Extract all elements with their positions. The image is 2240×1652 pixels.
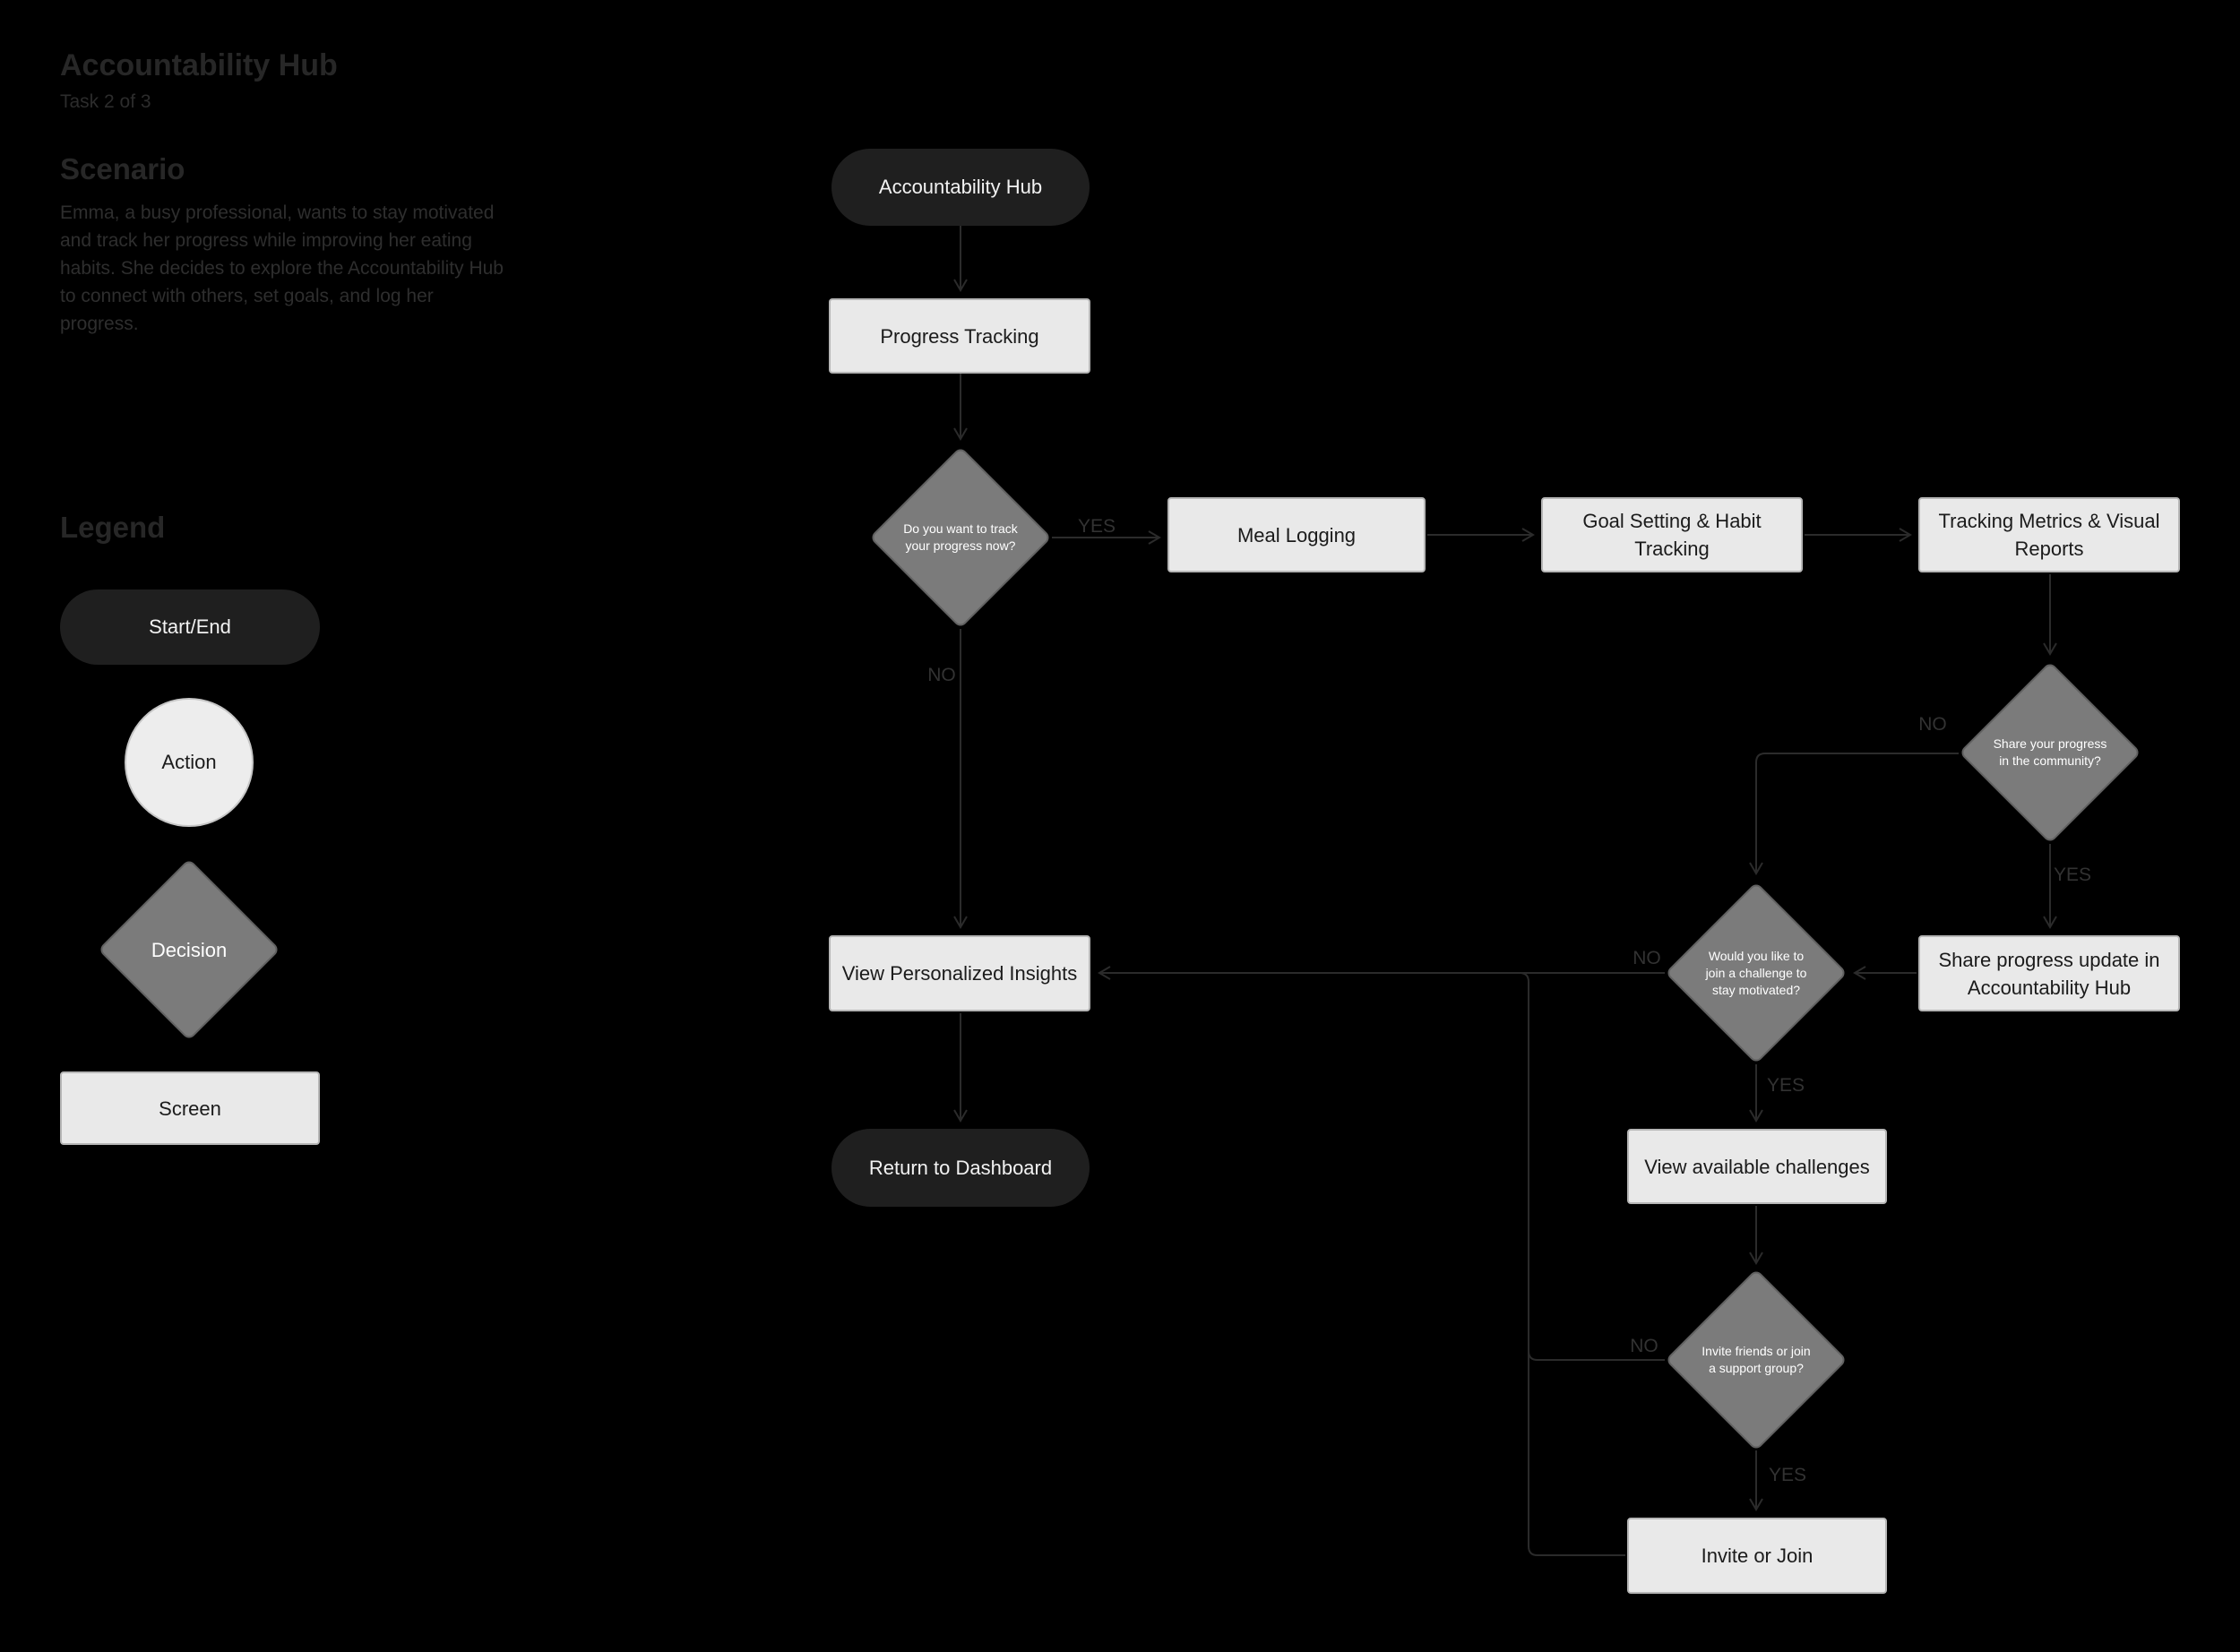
- node-tracking-metrics-label: Tracking Metrics & Visual Reports: [1938, 510, 2160, 560]
- scenario-heading: Scenario: [60, 152, 185, 185]
- node-meal-logging: Meal Logging: [1167, 497, 1426, 572]
- decision-join-challenge: Would you like to join a challenge to st…: [1665, 882, 1848, 1064]
- edge-label-invite-no: NO: [1630, 1336, 1658, 1356]
- edge-label-track-no: NO: [927, 665, 956, 685]
- legend-start-end-shape: Start/End: [60, 589, 320, 665]
- legend-decision-label: Decision: [151, 938, 228, 961]
- decision-invite-friends: Invite friends or join a support group?: [1665, 1269, 1848, 1451]
- node-start-accountability-hub: Accountability Hub: [831, 149, 1090, 226]
- node-goal-setting: Goal Setting & Habit Tracking: [1541, 497, 1803, 572]
- node-progress-tracking: Progress Tracking: [829, 298, 1090, 374]
- node-start-label: Accountability Hub: [878, 176, 1043, 198]
- scenario-description: Emma, a busy professional, wants to stay…: [60, 202, 504, 334]
- decision-share-progress: Share your progress in the community?: [1959, 661, 2141, 844]
- node-view-available-challenges: View available challenges: [1627, 1129, 1887, 1204]
- node-share-progress-update: Share progress update in Accountability …: [1918, 935, 2180, 1011]
- decision-track-progress: Do you want to track your progress now?: [869, 446, 1052, 629]
- node-view-available-challenges-label: View available challenges: [1644, 1155, 1870, 1178]
- decision-join-challenge-label: Would you like to join a challenge to st…: [1705, 948, 1807, 997]
- edge-label-share-no: NO: [1918, 714, 1947, 735]
- legend-start-end-label: Start/End: [149, 615, 231, 638]
- legend-screen-label: Screen: [159, 1097, 221, 1120]
- decision-share-progress-label: Share your progress in the community?: [1993, 736, 2107, 768]
- task-progress-label: Task 2 of 3: [60, 91, 151, 112]
- node-progress-tracking-label: Progress Tracking: [880, 324, 1039, 348]
- page-title: Accountability Hub: [60, 48, 338, 82]
- legend-screen-shape: Screen: [60, 1071, 320, 1145]
- decision-invite-friends-label: Invite friends or join a support group?: [1702, 1344, 1811, 1375]
- node-invite-or-join-label: Invite or Join: [1701, 1544, 1814, 1567]
- edge-label-invite-yes: YES: [1768, 1465, 1807, 1485]
- edge-label-challenge-yes: YES: [1766, 1075, 1805, 1096]
- legend-action-label: Action: [161, 751, 217, 773]
- legend-decision-shape: Decision: [98, 858, 280, 1041]
- node-view-personalized-insights-label: View Personalized Insights: [841, 962, 1078, 985]
- node-invite-or-join: Invite or Join: [1627, 1518, 1887, 1594]
- node-meal-logging-label: Meal Logging: [1236, 523, 1357, 546]
- edge-label-track-yes: YES: [1077, 516, 1116, 537]
- node-return-to-dashboard: Return to Dashboard: [831, 1129, 1090, 1207]
- decision-track-progress-label: Do you want to track your progress now?: [903, 521, 1018, 553]
- node-goal-setting-label: Goal Setting & Habit Tracking: [1582, 510, 1762, 560]
- node-view-personalized-insights: View Personalized Insights: [829, 935, 1090, 1011]
- node-tracking-metrics: Tracking Metrics & Visual Reports: [1918, 497, 2180, 572]
- node-return-to-dashboard-label: Return to Dashboard: [868, 1156, 1053, 1179]
- legend-heading: Legend: [60, 511, 166, 544]
- edge-label-share-yes: YES: [2053, 865, 2092, 885]
- node-share-progress-update-label: Share progress update in Accountability …: [1938, 948, 2160, 999]
- legend-action-shape: Action: [125, 698, 254, 827]
- edge-label-challenge-no: NO: [1633, 948, 1661, 968]
